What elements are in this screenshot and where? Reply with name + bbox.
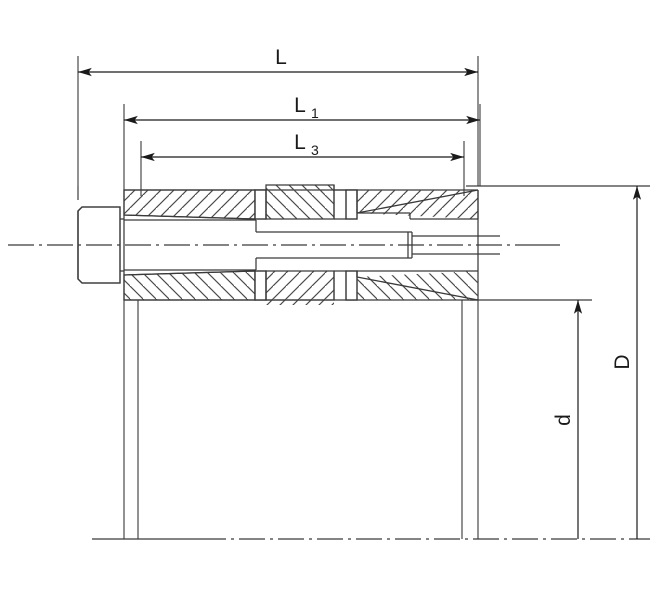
spacer-block-lower-right <box>333 270 358 301</box>
label-L3-group: L 3 <box>294 131 319 158</box>
center-block-lower <box>265 270 335 305</box>
dimension-labels: L L 1 L 3 D d <box>275 46 634 426</box>
center-block-upper <box>265 184 335 220</box>
taper-ring-lower-left <box>123 270 256 301</box>
dimension-L3 <box>140 141 465 196</box>
spacer-block-upper-left <box>254 189 267 220</box>
taper-ring-lower-right <box>356 270 479 301</box>
taper-ring-upper-left <box>123 189 256 220</box>
spacer-block-lower-left <box>254 270 267 301</box>
label-L: L <box>275 46 287 69</box>
label-L3-subscript: 3 <box>311 142 319 158</box>
dimension-L1 <box>123 104 481 190</box>
extension-lines-bottom <box>123 300 479 539</box>
bolt-shank <box>120 218 500 272</box>
label-L1: L <box>294 94 306 117</box>
label-L3: L <box>294 131 306 154</box>
label-D: D <box>611 354 634 369</box>
label-L1-subscript: 1 <box>311 105 319 121</box>
label-L1-group: L 1 <box>294 94 319 121</box>
spacer-block-upper-right <box>333 185 358 220</box>
dimension-L <box>77 56 479 200</box>
label-d: d <box>552 414 575 426</box>
taper-ring-upper-right <box>356 189 479 220</box>
